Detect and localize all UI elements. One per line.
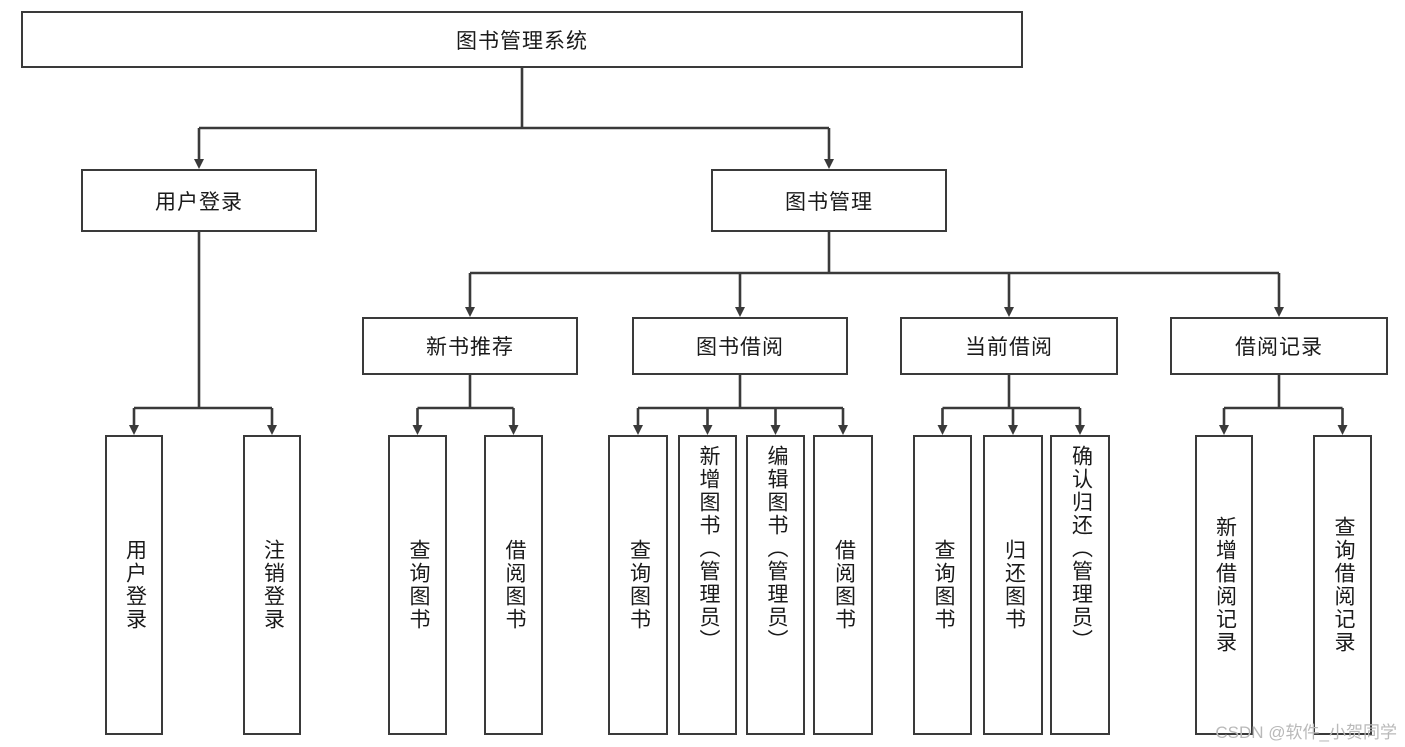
node-label: 借阅记录 (1235, 336, 1323, 359)
node-label: 新书推荐 (426, 336, 514, 359)
node-leaf-query-record[interactable]: 查询借阅记录 (1313, 435, 1372, 735)
node-leaf-add-record[interactable]: 新增借阅记录 (1195, 435, 1253, 735)
node-leaf-query-book-3[interactable]: 查询图书 (913, 435, 972, 735)
node-label: 注销登录 (261, 539, 285, 631)
node-leaf-user-login[interactable]: 用户登录 (105, 435, 163, 735)
node-label: 用户登录 (155, 190, 243, 214)
node-leaf-query-book-2[interactable]: 查询图书 (608, 435, 668, 735)
node-label: 新增借阅记录 (1213, 516, 1237, 654)
node-user-login[interactable]: 用户登录 (81, 169, 317, 232)
node-label: 查询图书 (627, 539, 651, 631)
node-leaf-add-book[interactable]: 新增图书（管理员） (678, 435, 737, 735)
node-label: 图书借阅 (696, 336, 784, 359)
node-label: 新增图书（管理员） (696, 445, 720, 652)
node-leaf-edit-book[interactable]: 编辑图书（管理员） (746, 435, 805, 735)
node-label: 查询图书 (931, 539, 955, 631)
node-label: 图书管理 (785, 190, 873, 214)
node-leaf-borrow-book-1[interactable]: 借阅图书 (484, 435, 543, 735)
node-new-book-recommend[interactable]: 新书推荐 (362, 317, 578, 375)
node-label: 图书管理系统 (456, 29, 588, 53)
node-label: 借阅图书 (832, 539, 856, 631)
node-label: 查询图书 (406, 539, 430, 631)
node-book-manage[interactable]: 图书管理 (711, 169, 947, 232)
node-current-borrow[interactable]: 当前借阅 (900, 317, 1118, 375)
watermark-label: CSDN @软件_小贺同学 (1215, 723, 1397, 742)
node-label: 用户登录 (123, 539, 147, 631)
node-label: 编辑图书（管理员） (764, 445, 788, 652)
node-label: 借阅图书 (502, 539, 526, 631)
node-label: 当前借阅 (965, 336, 1053, 359)
node-leaf-borrow-book-2[interactable]: 借阅图书 (813, 435, 873, 735)
node-label: 归还图书 (1002, 539, 1026, 631)
node-leaf-confirm-return[interactable]: 确认归还（管理员） (1050, 435, 1110, 735)
node-book-borrow[interactable]: 图书借阅 (632, 317, 848, 375)
node-leaf-query-book-1[interactable]: 查询图书 (388, 435, 447, 735)
node-borrow-record[interactable]: 借阅记录 (1170, 317, 1388, 375)
node-label: 确认归还（管理员） (1069, 445, 1093, 652)
node-leaf-logout[interactable]: 注销登录 (243, 435, 301, 735)
node-leaf-return-book[interactable]: 归还图书 (983, 435, 1043, 735)
node-root[interactable]: 图书管理系统 (21, 11, 1023, 68)
node-label: 查询借阅记录 (1331, 516, 1355, 654)
